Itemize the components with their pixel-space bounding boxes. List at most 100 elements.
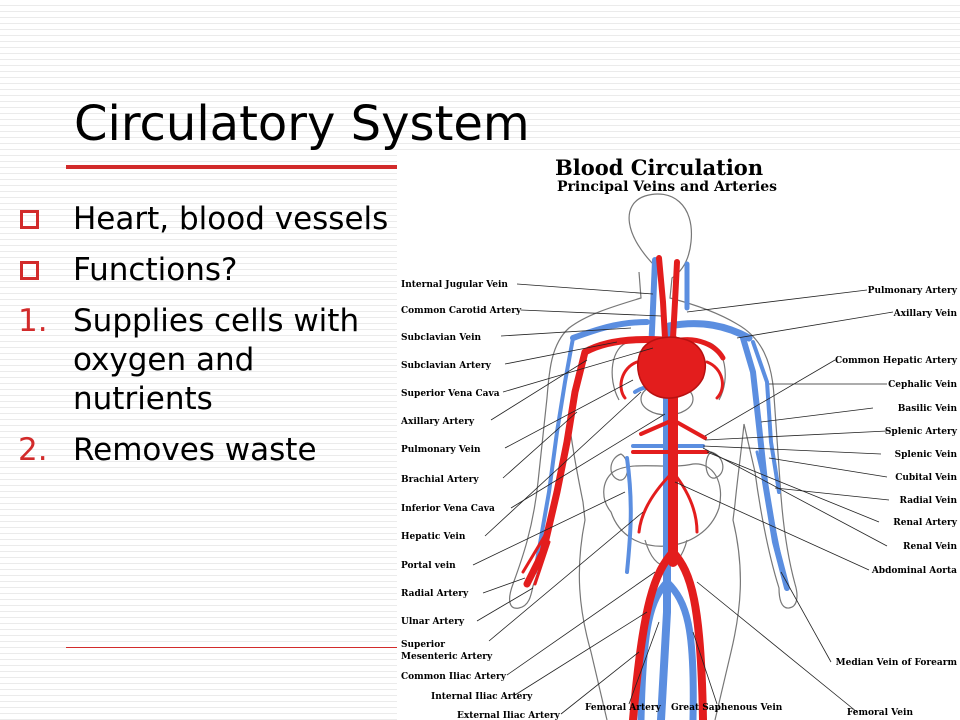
subclavian-vein-left-path <box>570 319 650 341</box>
diagram-title: Blood Circulation <box>555 155 764 180</box>
label-femoral-artery: Femoral Artery <box>585 703 662 713</box>
leader-line <box>514 611 648 696</box>
label-hepatic-vein: Hepatic Vein <box>401 532 466 542</box>
leader-line <box>490 359 588 421</box>
leader-line <box>686 289 868 313</box>
iliac-artery-right-path <box>669 548 707 720</box>
veins <box>533 257 790 720</box>
label-subclavian-vein: Subclavian Vein <box>401 333 482 343</box>
leader-line <box>510 413 666 509</box>
bottom-labels: Femoral Artery Great Saphenous Vein <box>585 703 783 713</box>
square-bullet-icon <box>20 210 39 229</box>
cephalic-vein-path <box>751 340 781 494</box>
leader-line <box>500 327 632 337</box>
circulation-illustration: Internal Jugular Vein Common Carotid Art… <box>400 193 958 720</box>
label-basilic-vein: Basilic Vein <box>898 404 958 414</box>
bullet-marker <box>18 251 73 290</box>
leader-line <box>768 457 888 478</box>
leader-line <box>502 347 654 393</box>
leader-line <box>704 430 888 441</box>
numbered-item: 2. Removes waste <box>18 431 398 470</box>
left-arm-vein-path <box>533 336 575 574</box>
median-forearm-vein-path <box>755 450 785 574</box>
label-splenic-vein: Splenic Vein <box>895 450 958 460</box>
leader-line <box>702 447 888 547</box>
intestines-outline <box>603 463 722 547</box>
bullet-text: Functions? <box>73 252 238 288</box>
leader-line <box>484 391 642 537</box>
basilic-vein-path <box>740 335 790 591</box>
leader-line <box>472 491 626 566</box>
heart-shape <box>636 336 707 399</box>
body-outline <box>509 193 798 720</box>
pulmonary-branch-path <box>619 360 724 400</box>
leader-line <box>704 359 836 437</box>
bullet-item: Heart, blood vessels <box>18 200 398 239</box>
label-cubital-vein: Cubital Vein <box>895 473 957 483</box>
label-superior: Superior <box>401 640 445 650</box>
leader-line <box>516 283 654 295</box>
label-brachial-artery: Brachial Artery <box>401 475 479 485</box>
leader-line <box>736 311 894 339</box>
leader-line <box>780 571 832 663</box>
label-cephalic-vein: Cephalic Vein <box>888 380 957 390</box>
label-mesenteric-artery: Mesenteric Artery <box>401 652 493 662</box>
iliac-artery-left-path <box>629 548 677 720</box>
left-labels: Internal Jugular Vein Common Carotid Art… <box>400 280 561 720</box>
label-ulnar-artery: Ulnar Artery <box>401 617 465 627</box>
leader-line <box>702 445 882 455</box>
body-outline-left <box>509 271 642 720</box>
title-underline <box>66 165 400 169</box>
leader-line <box>488 511 644 642</box>
label-subclavian-artery: Subclavian Artery <box>401 361 492 371</box>
number-marker: 2. <box>18 432 48 468</box>
label-common-carotid-artery: Common Carotid Artery <box>401 306 522 316</box>
leader-line <box>482 577 526 594</box>
label-pulmonary-vein: Pulmonary Vein <box>401 445 481 455</box>
subclavian-vein-right-path <box>665 320 753 342</box>
brachial-artery-path <box>523 336 667 588</box>
kidney-right <box>705 451 724 479</box>
bullet-text: Removes waste <box>73 432 317 468</box>
label-pulmonary-artery: Pulmonary Artery <box>868 286 958 296</box>
leader-line <box>506 571 656 676</box>
leader-line <box>628 621 660 705</box>
label-median-vein-of-forearm: Median Vein of Forearm <box>836 658 958 668</box>
numbered-item: 1. Supplies cells with oxygen and nutrie… <box>18 302 398 419</box>
label-splenic-artery: Splenic Artery <box>885 427 958 437</box>
leader-line <box>476 587 534 622</box>
bullet-list: Heart, blood vessels Functions? 1. Suppl… <box>18 200 398 482</box>
iliac-vein-right-path <box>663 578 697 720</box>
leader-line <box>760 407 874 423</box>
leader-line <box>692 631 718 705</box>
label-axillary-artery: Axillary Artery <box>400 417 475 427</box>
label-abdominal-aorta: Abdominal Aorta <box>871 566 957 576</box>
leader-line <box>520 309 662 317</box>
mesenteric-artery-path <box>637 470 699 534</box>
label-superior-vena-cava: Superior Vena Cava <box>401 389 500 399</box>
number-marker: 1. <box>18 303 48 339</box>
diagram-subtitle: Principal Veins and Arteries <box>557 179 778 195</box>
arteries <box>521 255 726 720</box>
leader-line <box>706 451 880 523</box>
bullet-text: Heart, blood vessels <box>73 201 389 237</box>
circulation-diagram: Internal Jugular Vein Common Carotid Art… <box>397 152 960 720</box>
label-common-iliac-artery: Common Iliac Artery <box>401 672 507 682</box>
leader-line <box>560 651 640 715</box>
leader-line <box>502 411 578 479</box>
label-common-hepatic-artery: Common Hepatic Artery <box>835 356 958 366</box>
leader-lines <box>472 283 894 715</box>
leader-line <box>504 341 618 365</box>
leader-line <box>696 581 858 713</box>
label-internal-jugular-vein: Internal Jugular Vein <box>401 280 508 290</box>
right-labels: Pulmonary Artery Axillary Vein Common He… <box>835 286 958 718</box>
label-axillary-vein: Axillary Vein <box>893 309 958 319</box>
label-femoral-vein: Femoral Vein <box>847 708 914 718</box>
footer-rule <box>66 647 400 648</box>
label-renal-vein: Renal Vein <box>903 542 957 552</box>
square-bullet-icon <box>20 261 39 280</box>
label-radial-vein: Radial Vein <box>900 496 958 506</box>
bullet-marker <box>18 200 73 239</box>
portal-vein-path <box>625 456 633 574</box>
celiac-branches-path <box>639 418 707 440</box>
